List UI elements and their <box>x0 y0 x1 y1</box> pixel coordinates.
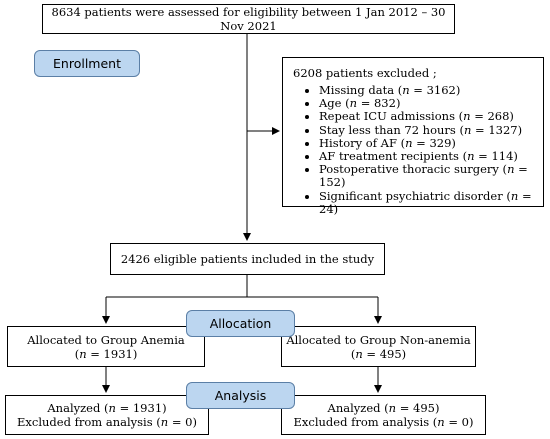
excluded-box: 6208 patients excluded ; Missing data (n… <box>282 57 544 215</box>
group-anemia-box: Allocated to Group Anemia (n = 1931) <box>7 326 205 367</box>
analysis-label: Analysis <box>186 382 295 409</box>
analysis-nonanemia-box: Analyzed (n = 495) Excluded from analysi… <box>281 395 486 435</box>
excluded-item: AF treatment recipients (n = 114) <box>319 149 533 163</box>
group-nonanemia-count: (n = 495) <box>350 346 407 361</box>
analysis-anemia-box: Analyzed (n = 1931) Excluded from analys… <box>5 395 209 435</box>
excluded-title: 6208 patients excluded ; <box>293 66 437 80</box>
analysis-nonanemia-excluded: Excluded from analysis (n = 0) <box>293 415 474 429</box>
enrollment-label: Enrollment <box>34 50 140 77</box>
allocation-label: Allocation <box>186 310 295 337</box>
analysis-anemia-analyzed: Analyzed (n = 1931) <box>47 401 167 415</box>
eligible-text: 2426 eligible patients included in the s… <box>120 252 375 266</box>
group-anemia-title: Allocated to Group Anemia <box>27 332 185 347</box>
excluded-item: Missing data (n = 3162) <box>319 83 533 97</box>
excluded-item: Repeat ICU admissions (n = 268) <box>319 110 533 123</box>
analysis-nonanemia-analyzed: Analyzed (n = 495) <box>327 401 440 415</box>
eligible-box: 2426 eligible patients included in the s… <box>110 243 385 275</box>
assessed-text: 8634 patients were assessed for eligibil… <box>51 5 446 33</box>
group-nonanemia-box: Allocated to Group Non-anemia (n = 495) <box>281 326 476 367</box>
analysis-anemia-excluded: Excluded from analysis (n = 0) <box>17 415 197 429</box>
excluded-item: Age (n = 832) <box>319 97 533 110</box>
group-anemia-count: (n = 1931) <box>74 346 138 361</box>
excluded-item: Postoperative thoracic surgery (n = 152) <box>319 163 533 190</box>
excluded-list: Missing data (n = 3162) Age (n = 832) Re… <box>293 83 533 216</box>
excluded-item: Stay less than 72 hours (n = 1327) <box>319 123 533 137</box>
excluded-item: Significant psychiatric disorder (n = 24… <box>319 189 533 216</box>
excluded-item: History of AF (n = 329) <box>319 136 533 150</box>
assessed-box: 8634 patients were assessed for eligibil… <box>42 4 455 34</box>
group-nonanemia-title: Allocated to Group Non-anemia <box>286 332 471 347</box>
